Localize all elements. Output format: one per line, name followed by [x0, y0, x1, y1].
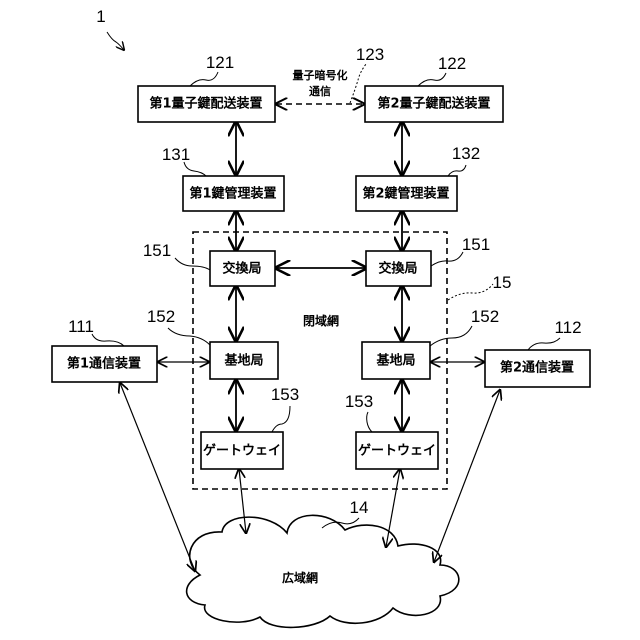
- node-qkd1-ref: 121: [206, 53, 234, 72]
- system-ref-arrow: [107, 32, 124, 50]
- svg-text:交換局: 交換局: [222, 261, 261, 277]
- node-gw2-leader: [367, 412, 372, 432]
- node-ex2-ref: 151: [462, 235, 490, 254]
- svg-text:基地局: 基地局: [375, 353, 415, 369]
- node-comm1: 第1通信装置: [52, 346, 157, 382]
- node-bs1-ref: 152: [147, 307, 175, 326]
- link-comm1-wan: [120, 383, 195, 571]
- svg-text:第2量子鍵配送装置: 第2量子鍵配送装置: [377, 96, 490, 112]
- node-ex2: 交換局: [366, 251, 431, 286]
- node-comm2-ref: 112: [554, 318, 581, 337]
- node-bs2: 基地局: [362, 342, 430, 379]
- node-km1-leader: [184, 162, 206, 176]
- svg-text:第2鍵管理装置: 第2鍵管理装置: [362, 186, 449, 202]
- quantum-link-leader: [350, 64, 366, 103]
- svg-text:第1量子鍵配送装置: 第1量子鍵配送装置: [149, 96, 262, 112]
- node-km1: 第1鍵管理装置: [183, 176, 284, 211]
- link-comm2-wan: [434, 390, 500, 562]
- node-qkd2-leader: [418, 73, 446, 86]
- closed-network-leader: [448, 284, 493, 300]
- node-gw1-ref: 153: [271, 385, 299, 404]
- closed-network-ref: 15: [493, 273, 512, 292]
- svg-text:第1鍵管理装置: 第1鍵管理装置: [189, 186, 276, 202]
- quantum-link-label-1: 量子暗号化: [293, 68, 348, 82]
- quantum-link-label-2: 通信: [309, 84, 331, 98]
- node-comm2-leader: [528, 338, 560, 350]
- system-ref-label: 1: [96, 7, 105, 26]
- node-qkd2: 第2量子鍵配送装置: [365, 86, 503, 122]
- node-km1-ref: 131: [162, 145, 190, 164]
- node-km2-leader: [448, 165, 466, 176]
- wide-area-network-ref: 14: [350, 498, 369, 517]
- node-ex1: 交換局: [210, 251, 275, 286]
- wide-area-network-cloud: [187, 515, 459, 627]
- node-gw1: ゲートウェイ: [201, 432, 283, 469]
- node-ex1-ref: 151: [143, 241, 171, 260]
- svg-text:交換局: 交換局: [378, 261, 417, 277]
- wide-area-network-label: 広域網: [282, 570, 318, 585]
- svg-text:第1通信装置: 第1通信装置: [67, 356, 141, 372]
- svg-text:第2通信装置: 第2通信装置: [500, 360, 574, 376]
- quantum-link-ref: 123: [356, 45, 384, 64]
- node-bs1: 基地局: [210, 342, 278, 379]
- node-comm2: 第2通信装置: [485, 350, 590, 387]
- node-qkd1-leader: [190, 72, 218, 86]
- node-qkd1: 第1量子鍵配送装置: [138, 86, 275, 122]
- svg-text:基地局: 基地局: [223, 353, 263, 369]
- node-qkd2-ref: 122: [438, 54, 466, 73]
- node-comm1-ref: 111: [68, 317, 94, 336]
- node-comm1-leader: [92, 334, 124, 346]
- node-gw1-leader: [272, 406, 290, 432]
- closed-network-label: 閉域網: [303, 313, 339, 328]
- node-bs2-leader: [430, 326, 472, 346]
- node-km2: 第2鍵管理装置: [356, 176, 457, 211]
- node-gw2: ゲートウェイ: [356, 432, 438, 469]
- node-bs2-ref: 152: [471, 307, 499, 326]
- node-bs1-leader: [168, 328, 210, 345]
- svg-text:ゲートウェイ: ゲートウェイ: [203, 443, 281, 459]
- node-km2-ref: 132: [452, 144, 480, 163]
- svg-text:ゲートウェイ: ゲートウェイ: [358, 443, 436, 459]
- node-gw2-ref: 153: [345, 392, 373, 411]
